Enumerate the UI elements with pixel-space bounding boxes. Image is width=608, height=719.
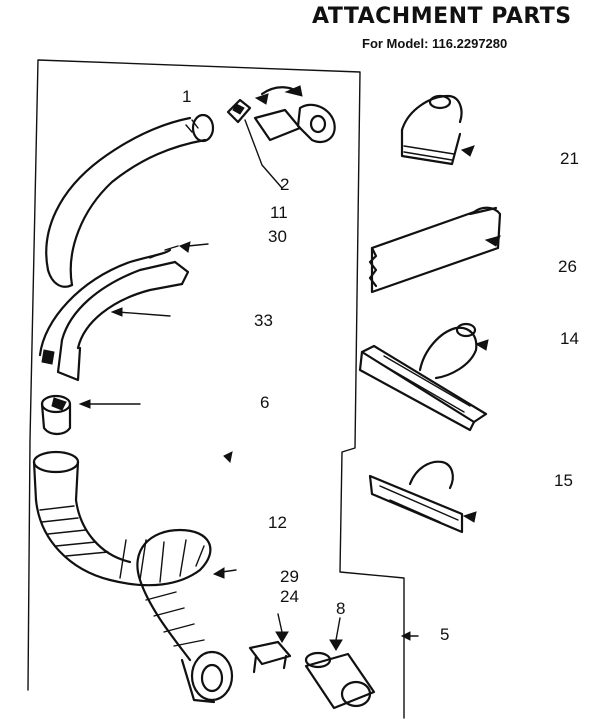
callout-29: 29 bbox=[280, 567, 299, 586]
page-title: ATTACHMENT PARTS bbox=[312, 4, 572, 29]
clip-parts bbox=[226, 85, 336, 189]
leader-arrows bbox=[78, 241, 419, 641]
curved-wand-part bbox=[38, 245, 190, 382]
upholstery-tool-part bbox=[368, 460, 477, 534]
floor-tool-part bbox=[358, 322, 489, 432]
callout-8: 8 bbox=[336, 599, 346, 618]
callout-1: 1 bbox=[182, 87, 192, 106]
wand-tube-part bbox=[45, 113, 215, 288]
callout-6: 6 bbox=[260, 393, 270, 412]
callout-26: 26 bbox=[558, 257, 577, 276]
callout-11: 11 bbox=[270, 203, 288, 222]
bracket-part bbox=[248, 613, 292, 674]
callout-33: 33 bbox=[254, 311, 273, 330]
callout-15: 15 bbox=[554, 471, 573, 490]
callout-14: 14 bbox=[560, 329, 579, 348]
crevice-tool-part bbox=[368, 206, 502, 294]
callout-12: 12 bbox=[268, 513, 287, 532]
group-outline bbox=[27, 59, 405, 719]
callout-30: 30 bbox=[268, 227, 287, 246]
flexible-hose-part bbox=[32, 450, 234, 704]
swivel-connector-part bbox=[40, 394, 72, 436]
callout-24: 24 bbox=[280, 587, 299, 606]
callout-21: 21 bbox=[560, 149, 579, 168]
model-number: For Model: 116.2297280 bbox=[362, 36, 508, 51]
callout-5: 5 bbox=[440, 625, 450, 644]
adapter-part bbox=[304, 617, 376, 710]
callout-2: 2 bbox=[280, 175, 290, 194]
dusting-brush-part bbox=[400, 94, 475, 166]
